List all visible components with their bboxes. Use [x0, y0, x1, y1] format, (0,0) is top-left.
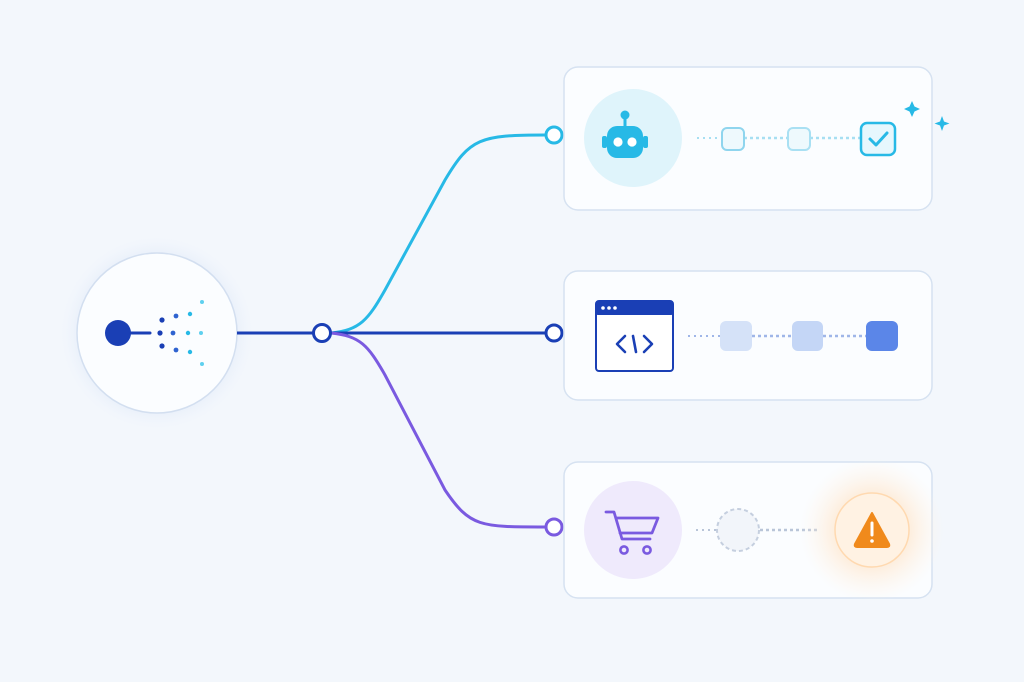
code-step-1: [720, 321, 752, 351]
port-ai[interactable]: [544, 125, 564, 145]
branch-ai-connector: [330, 133, 546, 335]
sparkle-icon: [934, 116, 950, 131]
sparkle-icon: [904, 101, 920, 117]
card-ai-content: [584, 89, 950, 187]
ai-step-1: [721, 127, 745, 151]
ai-step-2: [787, 127, 811, 151]
robot-icon: [602, 110, 648, 158]
code-window-icon: [595, 300, 674, 372]
connectors: [237, 125, 564, 537]
shopping-cart-icon: [604, 510, 660, 555]
warning-triangle-icon: [853, 512, 891, 548]
branch-cart-connector: [330, 331, 546, 529]
check-box-icon: [859, 121, 897, 157]
code-step-3: [866, 321, 898, 351]
code-step-track: [688, 321, 898, 351]
port-cart[interactable]: [544, 517, 564, 537]
port-code[interactable]: [544, 323, 564, 343]
code-step-2: [792, 321, 823, 351]
source-circle: [76, 252, 238, 414]
ai-step-track: [697, 121, 897, 157]
source-node[interactable]: [61, 237, 253, 429]
card-cart-content: [584, 458, 944, 602]
signal-source-icon: [105, 300, 204, 366]
junction-node[interactable]: [312, 323, 332, 343]
cart-icon-badge: [584, 481, 682, 579]
cart-step-pending: [716, 508, 760, 552]
card-code-content: [595, 300, 898, 372]
